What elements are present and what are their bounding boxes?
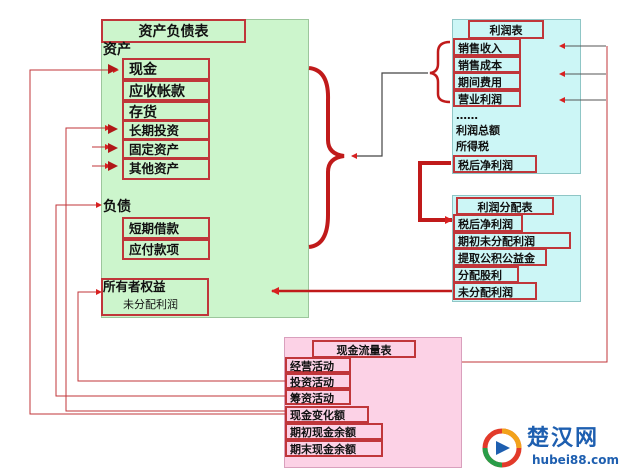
equity-heading: 所有者权益 <box>103 279 166 294</box>
balance-sheet-title: 资产负债表 <box>101 19 246 43</box>
asset-item-long-term-investment: 长期投资 <box>122 120 210 140</box>
cash-item-investing: 投资活动 <box>285 373 351 389</box>
cash-item-closing-balance: 期末现金余额 <box>285 440 383 457</box>
income-item-net-profit: 税后净利润 <box>453 155 537 173</box>
asset-item-receivables: 应收帐款 <box>122 80 210 101</box>
income-item-sales-revenue: 销售收入 <box>453 38 521 56</box>
distribution-item-dividends: 分配股利 <box>453 266 519 283</box>
income-item-income-tax: 所得税 <box>456 140 489 153</box>
income-item-operating-profit: 营业利润 <box>453 90 521 107</box>
distribution-item-undistributed-profit: 未分配利润 <box>453 282 537 300</box>
liabilities-heading: 负债 <box>103 199 131 215</box>
income-to-balance-arrow <box>351 72 428 159</box>
income-item-total-profit: 利润总额 <box>456 124 500 137</box>
income-statement-title: 利润表 <box>468 20 544 39</box>
cash-item-operating: 经营活动 <box>285 357 351 373</box>
cash-item-cash-change: 现金变化额 <box>285 406 369 423</box>
assets-heading: 资产 <box>103 42 131 58</box>
cash-item-financing: 筹资活动 <box>285 389 351 405</box>
liability-item-payables: 应付款项 <box>122 239 210 260</box>
equity-retained-earnings: 未分配利润 <box>123 298 178 311</box>
cash-flow-title: 现金流量表 <box>312 340 416 358</box>
income-item-sales-cost: 销售成本 <box>453 56 521 73</box>
asset-item-inventory: 存货 <box>122 101 210 121</box>
net-profit-flow-arrow <box>418 161 453 224</box>
income-brace <box>429 40 451 104</box>
liability-item-short-term-loan: 短期借款 <box>122 217 210 239</box>
equity-box <box>101 278 209 316</box>
asset-item-other-assets: 其他资产 <box>122 158 210 180</box>
distribution-item-reserve-fund: 提取公积公益金 <box>453 248 547 266</box>
watermark-site-name: 楚汉网 <box>527 426 600 451</box>
asset-item-cash: 现金 <box>122 58 210 80</box>
asset-item-fixed-assets: 固定资产 <box>122 139 210 159</box>
watermark-logo-icon <box>482 428 522 468</box>
distribution-item-opening-undistributed: 期初未分配利润 <box>453 232 571 249</box>
balance-brace <box>308 66 345 249</box>
watermark-site-url: hubei88.com <box>532 453 620 467</box>
distribution-item-net-profit: 税后净利润 <box>453 214 523 232</box>
income-item-period-expense: 期间费用 <box>453 72 521 90</box>
income-item-ellipsis: …… <box>456 109 478 122</box>
cash-item-opening-balance: 期初现金余额 <box>285 423 383 440</box>
profit-distribution-title: 利润分配表 <box>456 197 554 215</box>
